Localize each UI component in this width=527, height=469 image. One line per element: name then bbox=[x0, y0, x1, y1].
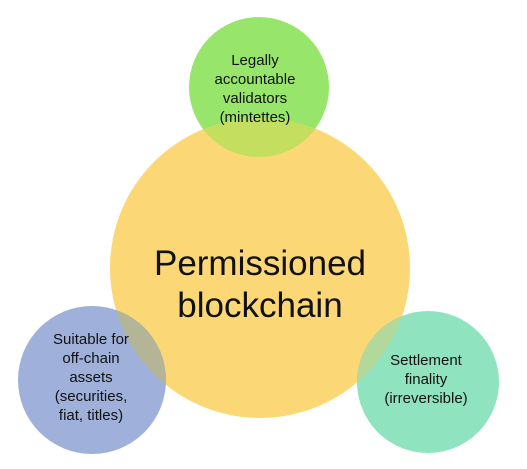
top-label-line-3: validators bbox=[222, 90, 288, 107]
top-label: Legally accountable validators (mintette… bbox=[180, 51, 330, 127]
left-label-line-1: Suitable for bbox=[53, 331, 129, 348]
right-label-line-1: Settlement bbox=[390, 352, 462, 369]
left-label-line-5: fiat, titles) bbox=[58, 407, 124, 424]
top-label-line-2: accountable bbox=[214, 71, 296, 88]
right-label-line-3: (irreversible) bbox=[384, 390, 468, 407]
center-label-line-2: blockchain bbox=[177, 286, 343, 325]
top-label-line-1: Legally bbox=[231, 52, 279, 69]
left-circle bbox=[18, 306, 166, 454]
center-label: Permissioned blockchain bbox=[110, 243, 410, 327]
top-label-line-4: (mintettes) bbox=[219, 109, 291, 126]
left-label-line-4: (securities, bbox=[54, 388, 128, 405]
center-circle bbox=[110, 118, 410, 418]
left-label: Suitable for off-chain assets (securitie… bbox=[20, 330, 162, 425]
right-label-line-2: finality bbox=[404, 371, 448, 388]
right-label: Settlement finality (irreversible) bbox=[355, 351, 497, 408]
center-label-line-1: Permissioned bbox=[153, 244, 367, 283]
left-label-line-2: off-chain bbox=[62, 350, 120, 367]
right-circle bbox=[357, 311, 499, 453]
left-label-line-3: assets bbox=[69, 369, 113, 386]
